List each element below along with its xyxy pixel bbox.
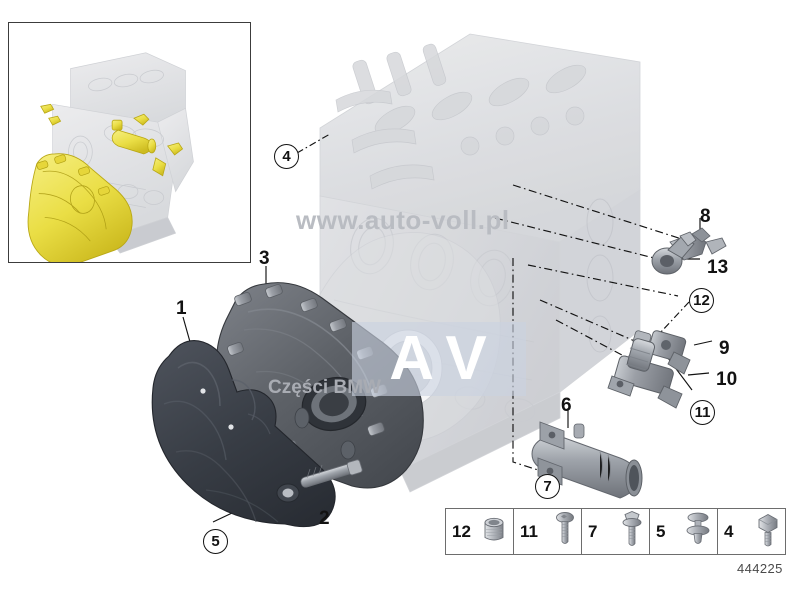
callout-label: 11 xyxy=(694,404,711,421)
callout-7[interactable]: 7 xyxy=(535,474,560,499)
callout-9[interactable]: 9 xyxy=(719,339,730,358)
callout-3[interactable]: 3 xyxy=(259,249,270,268)
callout-10[interactable]: 10 xyxy=(716,370,737,389)
callout-1[interactable]: 1 xyxy=(176,299,187,318)
callout-label: 12 xyxy=(693,292,710,309)
inset-engine-illustration xyxy=(27,52,194,267)
callout-4[interactable]: 4 xyxy=(274,144,299,169)
av-logo-watermark: AV xyxy=(352,322,526,396)
expanding-rivet-icon xyxy=(683,510,713,553)
part-solenoid-valve-large xyxy=(607,338,683,409)
part-crankshaft-sensor xyxy=(651,231,697,275)
callout-label: 8 xyxy=(700,206,711,227)
callout-2[interactable]: 2 xyxy=(319,509,330,528)
site-url-watermark: www.auto-voll.pl xyxy=(296,205,510,235)
part-timing-case-heat-shield xyxy=(151,340,336,528)
callout-label: 13 xyxy=(707,257,729,278)
av-logo-band xyxy=(352,322,526,396)
part-torx-bolt xyxy=(300,459,363,488)
engine-overview-inset xyxy=(8,22,251,267)
callout-11[interactable]: 11 xyxy=(690,400,715,425)
callout-label: 9 xyxy=(719,338,730,359)
callout-8[interactable]: 8 xyxy=(700,207,711,226)
legend-cell-5[interactable]: 5 xyxy=(650,509,718,554)
av-logo-text: AV xyxy=(389,324,503,393)
sleeve-bush-icon xyxy=(479,513,509,550)
legend-cell-4[interactable]: 4 xyxy=(718,509,785,554)
shop-name-watermark: Części BMW xyxy=(268,377,381,398)
callout-5[interactable]: 5 xyxy=(203,529,228,554)
callout-label: 10 xyxy=(716,369,738,390)
legend-cell-12[interactable]: 12 xyxy=(446,509,514,554)
legend-number: 5 xyxy=(656,522,666,541)
callout-13[interactable]: 13 xyxy=(707,258,728,277)
diagram-part-number: 444225 xyxy=(737,561,783,576)
part-coolant-pipe xyxy=(531,421,643,499)
callout-label: 3 xyxy=(259,248,270,269)
hardware-legend-strip: 12 11 7 xyxy=(445,508,786,555)
legend-number: 4 xyxy=(724,522,734,541)
hex-bolt-icon xyxy=(755,510,781,553)
callout-12[interactable]: 12 xyxy=(689,288,714,313)
callout-label: 2 xyxy=(319,508,330,529)
legend-cell-7[interactable]: 7 xyxy=(582,509,650,554)
callout-label: 5 xyxy=(211,533,220,550)
oval-head-screw-icon xyxy=(553,510,577,553)
callout-label: 6 xyxy=(561,395,572,416)
legend-number: 7 xyxy=(588,522,598,541)
legend-cell-11[interactable]: 11 xyxy=(514,509,582,554)
callout-6[interactable]: 6 xyxy=(561,396,572,415)
callout-label: 1 xyxy=(176,298,187,319)
collar-screw-icon xyxy=(619,510,645,553)
legend-number: 12 xyxy=(452,522,471,541)
callout-label: 7 xyxy=(543,478,552,495)
legend-number: 11 xyxy=(520,522,538,541)
callout-label: 4 xyxy=(282,148,291,165)
